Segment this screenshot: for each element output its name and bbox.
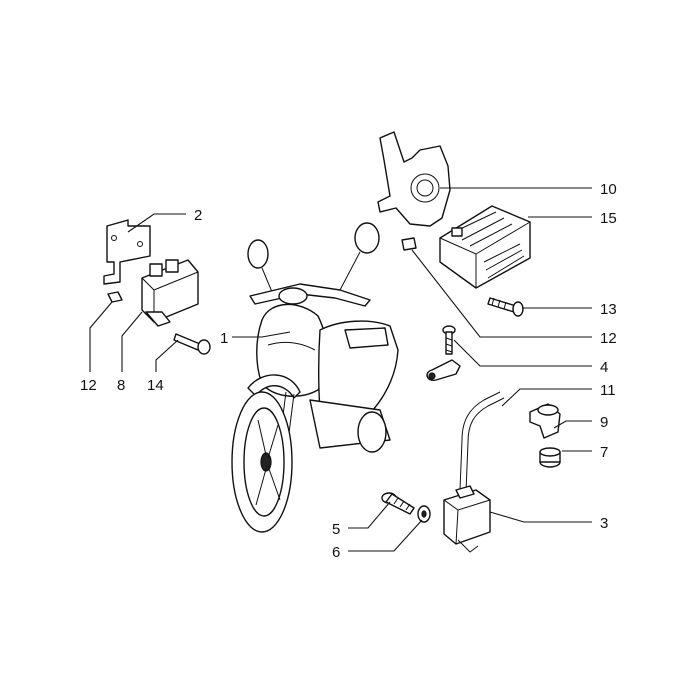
washer-part-6 — [417, 505, 431, 523]
speedometer — [278, 287, 308, 305]
callout-labels: 2 1 10 15 13 12 4 11 9 7 3 5 6 12 8 14 — [80, 181, 617, 561]
sensor-part-4 — [426, 325, 461, 381]
callout-11: 11 — [600, 382, 616, 399]
control-unit-part-8 — [141, 259, 199, 327]
callout-8: 8 — [117, 377, 125, 394]
clip-nut-left-part-12 — [107, 291, 123, 303]
right-mirror — [354, 222, 380, 254]
screw-part-14 — [173, 333, 211, 355]
scooter-drawing — [231, 222, 399, 533]
clip-nut-right-part-12 — [401, 237, 417, 251]
bracket-part-2 — [103, 219, 151, 285]
callout-9: 9 — [600, 414, 608, 431]
callout-1: 1 — [220, 330, 228, 347]
rear-body — [318, 320, 399, 431]
leader-lines — [89, 187, 592, 552]
callout-6: 6 — [332, 544, 340, 561]
callout-12-right: 12 — [600, 330, 617, 347]
callout-14: 14 — [147, 377, 164, 394]
callout-13: 13 — [600, 301, 617, 318]
callout-15: 15 — [600, 210, 617, 227]
rear-wheel — [357, 411, 387, 453]
callout-2: 2 — [194, 207, 202, 224]
bolt-part-5 — [381, 492, 415, 515]
callout-3: 3 — [600, 515, 608, 532]
callout-7: 7 — [600, 444, 608, 461]
cap-seal-part-7 — [539, 447, 561, 468]
callout-4: 4 — [600, 359, 608, 376]
screw-part-13 — [487, 297, 524, 317]
callout-12-left: 12 — [80, 377, 97, 394]
spark-plug-cap-part-9 — [529, 403, 561, 439]
ht-lead-part-11 — [459, 391, 505, 493]
handlebar — [249, 283, 371, 307]
callout-5: 5 — [332, 521, 340, 538]
callout-10: 10 — [600, 181, 617, 198]
front-mudguard — [247, 374, 301, 399]
front-hub — [260, 452, 272, 472]
ignition-coil-part-3 — [443, 485, 491, 553]
seat — [344, 327, 389, 349]
ignition-unit-part-15 — [439, 205, 531, 289]
left-mirror — [247, 239, 269, 269]
front-shield — [256, 303, 328, 397]
